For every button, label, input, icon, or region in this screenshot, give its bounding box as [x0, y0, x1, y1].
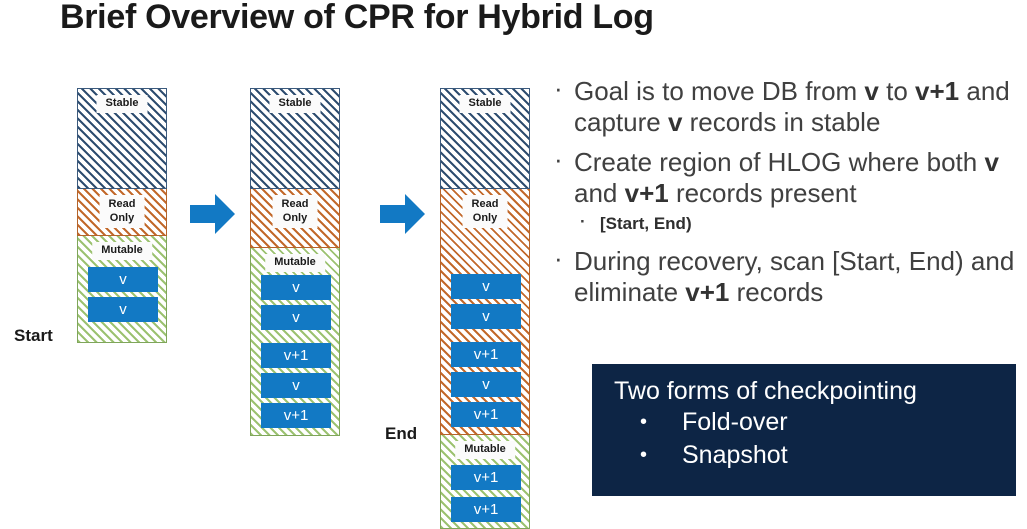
region-readonly-c3: Read Only v v v+1 v v+1 [440, 189, 530, 435]
arrow-right-icon-1 [190, 192, 236, 236]
bullet-recovery: During recovery, scan [Start, End) and e… [552, 243, 1022, 308]
record-box: v [451, 372, 521, 397]
region-label-read-only: Read Only [99, 195, 145, 228]
bullet-goal-vplus1: v+1 [915, 76, 960, 106]
bullet-list: Goal is to move DB from v to v+1 and cap… [552, 73, 1022, 317]
bullet-recovery-vplus1: v+1 [685, 277, 730, 307]
bullet-goal-v-2: v [667, 107, 683, 137]
bullet-create-v: v [984, 147, 999, 177]
bullet-create-text-1: Create region of HLOG where both [574, 147, 985, 177]
record-box: v [451, 304, 521, 329]
callout-item-snapshot: Snapshot [640, 439, 1016, 472]
bullet-create-text-3: records present [668, 178, 857, 208]
bullet-recovery-text-1: During recovery, scan [Start, End) and e… [574, 246, 1015, 307]
record-box: v [88, 297, 158, 322]
region-readonly-c1: Read Only [77, 189, 167, 236]
arrow-right-icon-2 [380, 192, 426, 236]
column-3-end-state: Stable Read Only v v v+1 v v+1 Mutable v… [440, 88, 530, 529]
record-box: v [451, 274, 521, 299]
bullet-goal-text-3: and capture [574, 76, 1010, 137]
record-box: v+1 [451, 465, 521, 490]
record-box: v+1 [451, 342, 521, 367]
start-label: Start [14, 326, 53, 345]
bullet-create-text-2: and [574, 178, 625, 208]
checkpointing-callout: Two forms of checkpointing Fold-over Sna… [592, 364, 1016, 496]
callout-item-fold-over: Fold-over [640, 406, 1016, 439]
record-box: v [261, 275, 331, 300]
bullet-goal-v: v [864, 76, 879, 106]
column-2-mid-state: Stable Read Only Mutable v v v+1 v v+1 [250, 88, 340, 436]
region-label-mutable: Mutable [455, 441, 515, 459]
region-readonly-c2: Read Only [250, 189, 340, 248]
record-box: v [261, 305, 331, 330]
bullet-goal-text-2: to [878, 76, 916, 106]
region-stable-c2: Stable [250, 88, 340, 189]
record-box: v+1 [261, 403, 331, 428]
region-label-stable: Stable [96, 95, 148, 113]
region-mutable-c1: Mutable v v [77, 236, 167, 343]
column-1-start-state: Stable Read Only Mutable v v [77, 88, 167, 343]
region-stable-c3: Stable [440, 88, 530, 189]
bullet-start-end-range: [Start, End) [552, 212, 1022, 234]
region-label-mutable: Mutable [265, 254, 325, 272]
region-mutable-c2: Mutable v v v+1 v v+1 [250, 248, 340, 436]
bullet-create-region: Create region of HLOG where both v and v… [552, 144, 1022, 209]
record-box: v+1 [451, 497, 521, 522]
bullet-goal: Goal is to move DB from v to v+1 and cap… [552, 73, 1022, 138]
bullet-goal-text-4: records in stable [682, 107, 881, 137]
bullet-goal-text-1: Goal is to move DB from [574, 76, 865, 106]
region-label-stable: Stable [459, 95, 511, 113]
record-box: v [88, 267, 158, 292]
region-label-read-only: Read Only [462, 195, 508, 228]
record-box: v+1 [451, 402, 521, 427]
region-stable-c1: Stable [77, 88, 167, 189]
region-label-mutable: Mutable [92, 242, 152, 260]
record-box: v [261, 373, 331, 398]
callout-heading: Two forms of checkpointing [614, 377, 917, 405]
end-label: End [385, 424, 418, 443]
page-title: Brief Overview of CPR for Hybrid Log [60, 0, 654, 36]
region-label-stable: Stable [269, 95, 321, 113]
region-label-read-only: Read Only [272, 195, 318, 228]
callout-item-list: Fold-over Snapshot [614, 406, 1016, 472]
bullet-recovery-text-2: records [729, 277, 824, 307]
record-box: v+1 [261, 343, 331, 368]
bullet-create-vplus1: v+1 [624, 178, 669, 208]
region-mutable-c3: Mutable v+1 v+1 [440, 435, 530, 529]
